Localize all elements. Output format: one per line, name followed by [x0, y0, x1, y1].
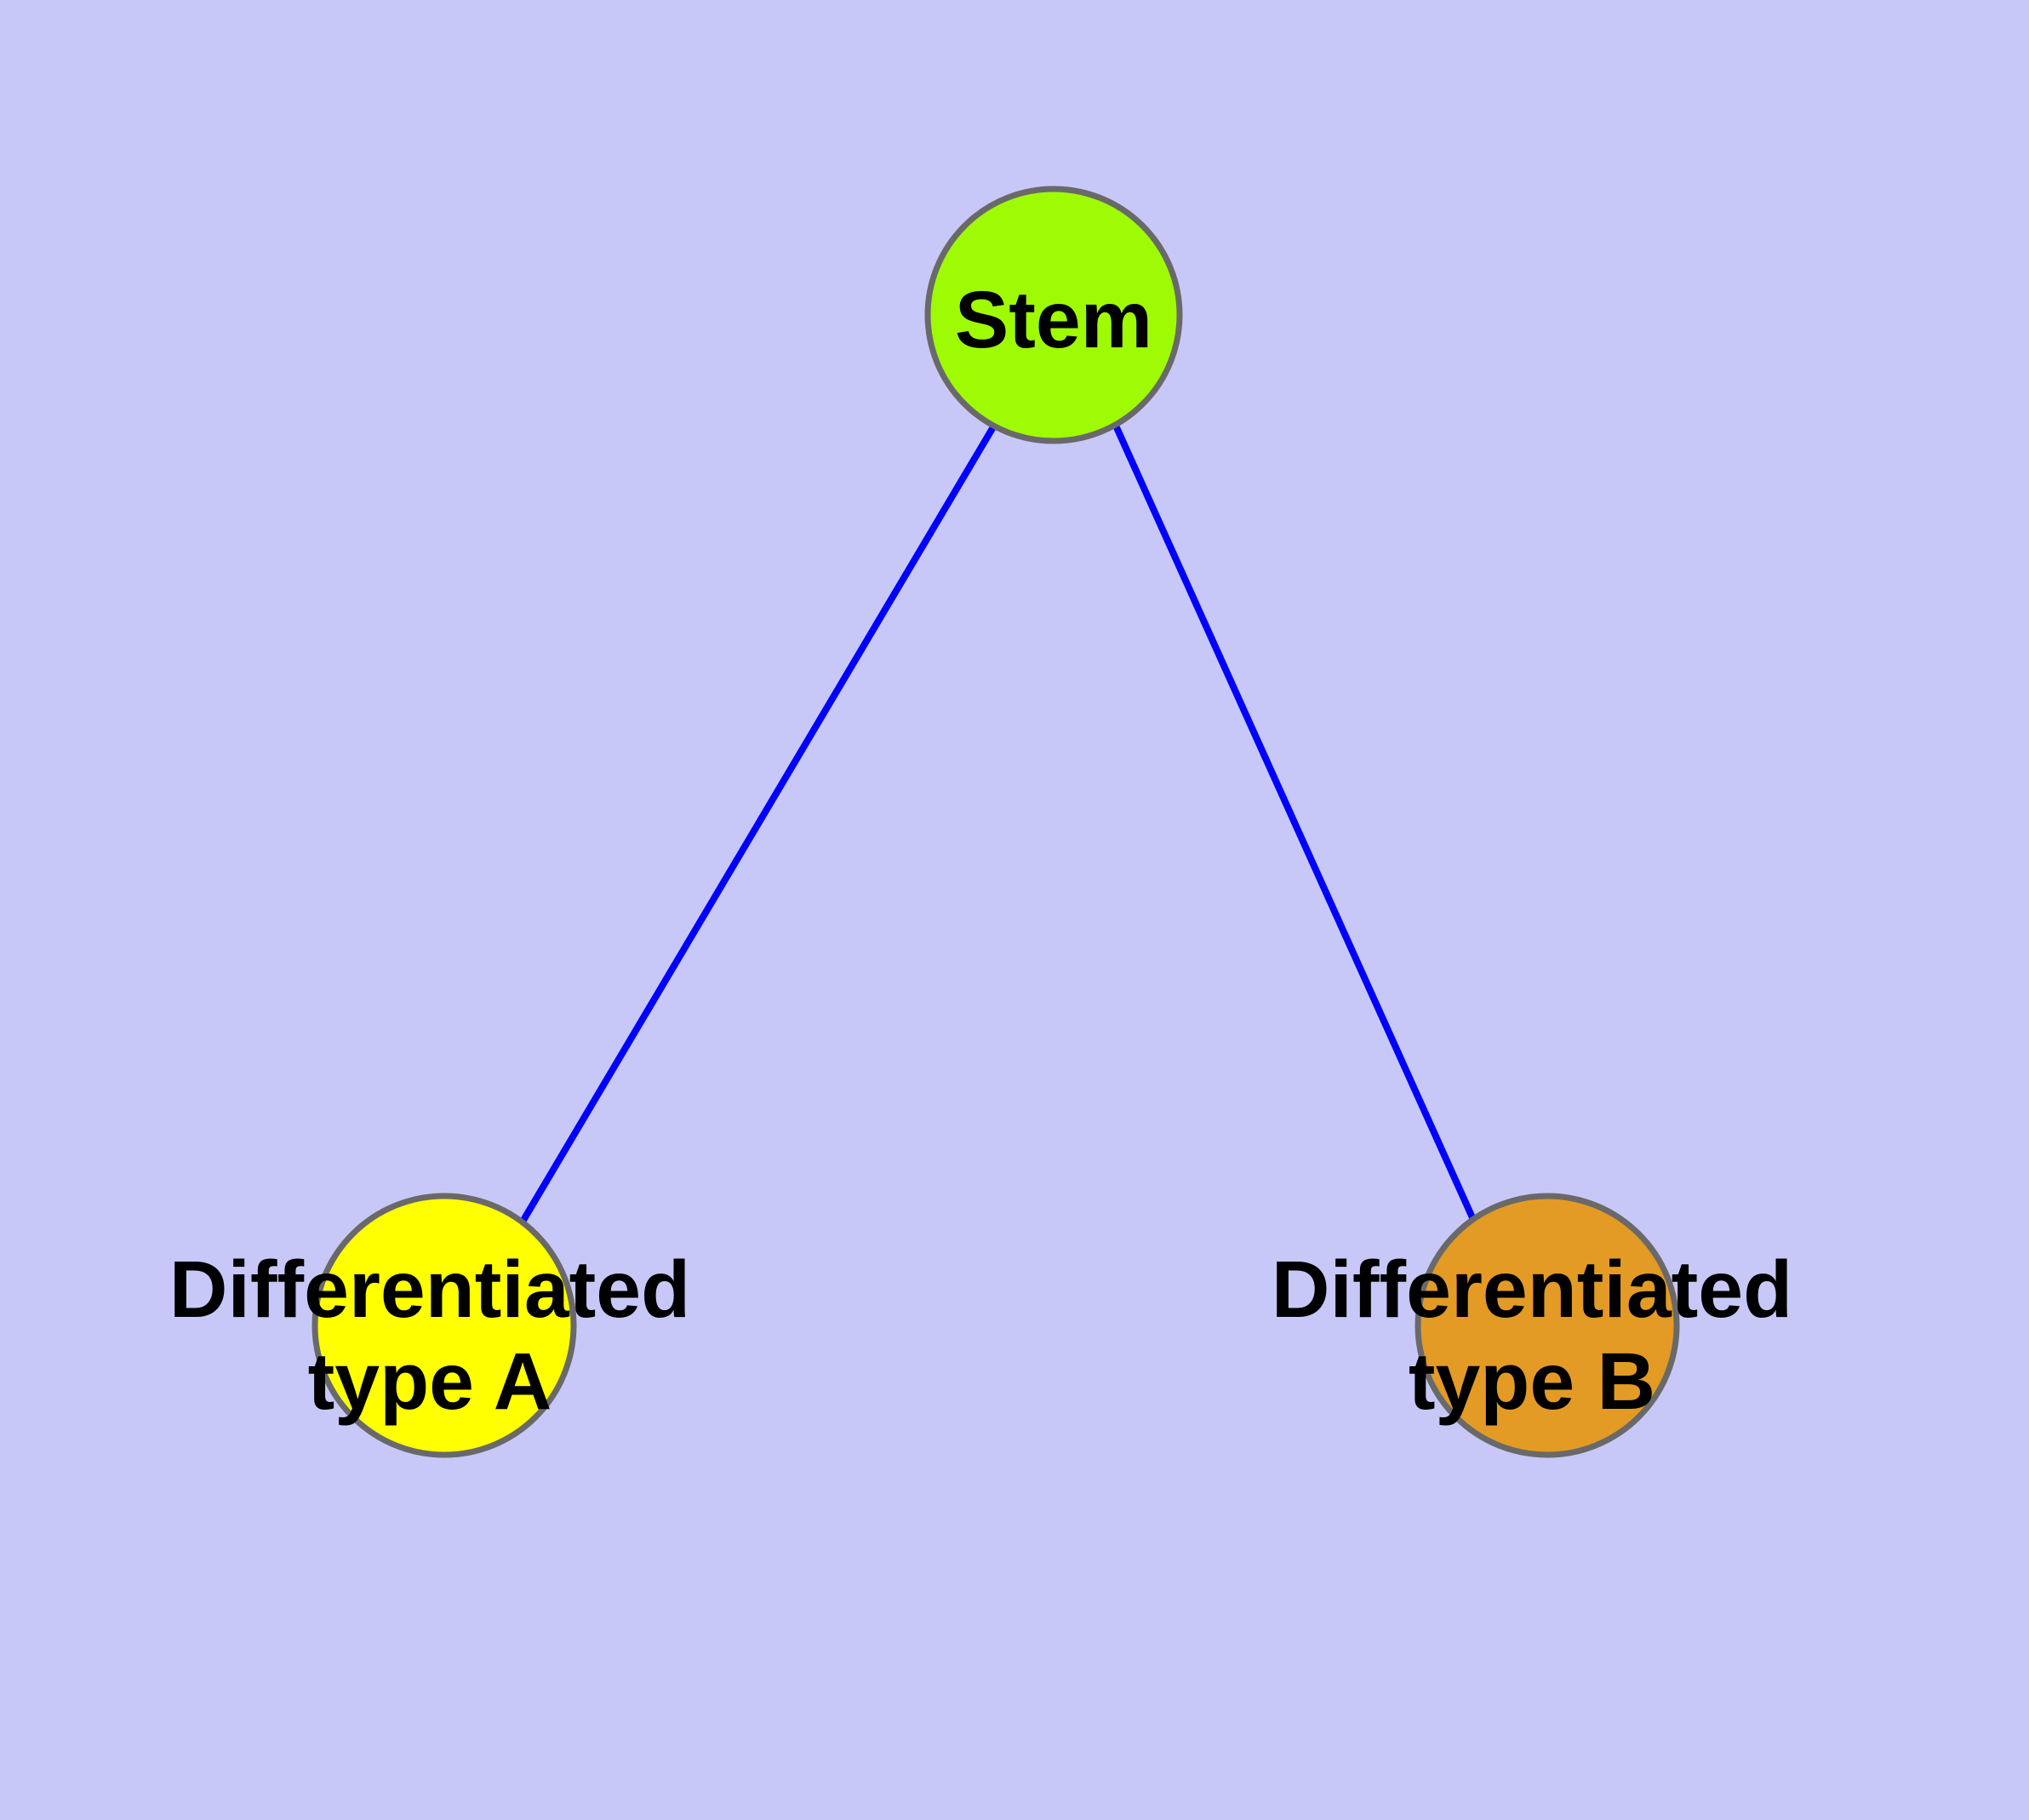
edge-stem-to-diff-a[interactable] — [519, 423, 997, 1224]
node-diff-a[interactable] — [311, 1193, 577, 1458]
node-label-stem: Stem — [955, 275, 1152, 365]
node-label-line: Differentiated — [1272, 1245, 1792, 1335]
node-label-line: type B — [1409, 1336, 1655, 1427]
node-label-line: Stem — [955, 275, 1152, 365]
node-stem[interactable] — [924, 186, 1183, 444]
nodes-layer — [311, 186, 1680, 1458]
node-diff-b[interactable] — [1415, 1193, 1680, 1458]
node-label-line: type A — [308, 1336, 552, 1427]
edge-stem-to-diff-b[interactable] — [1112, 424, 1478, 1225]
edges-layer — [519, 423, 1478, 1225]
node-label-line: Differentiated — [169, 1245, 690, 1335]
